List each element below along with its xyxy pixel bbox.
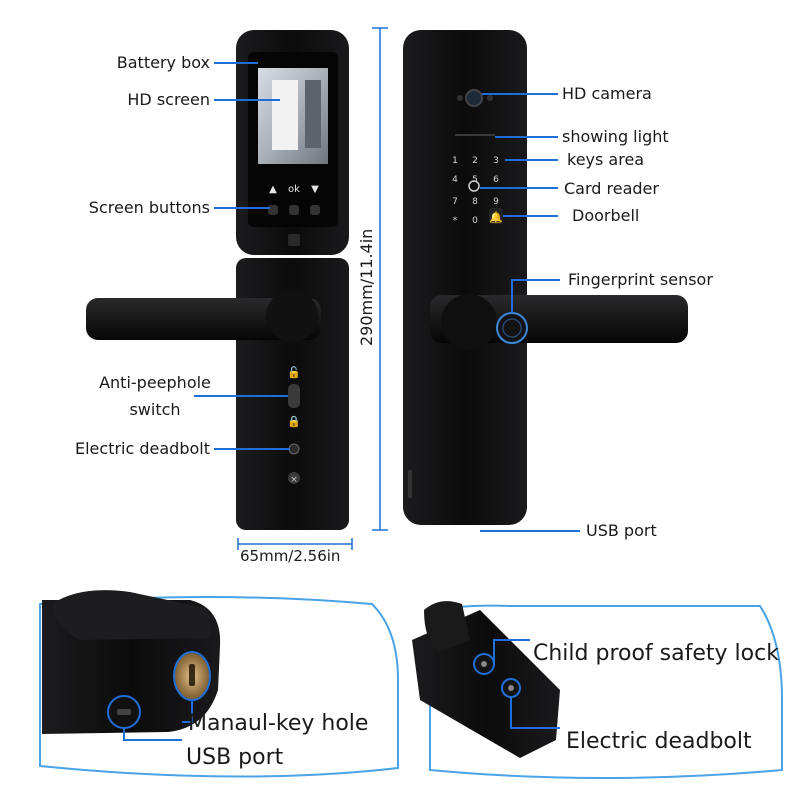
label-electric-deadbolt: Electric deadbolt (75, 439, 210, 458)
callout-usb-bottom (123, 728, 182, 741)
child-lock-icon (481, 661, 487, 667)
anti-peephole-switch-slider (288, 384, 300, 408)
callout-manual-key (182, 700, 193, 723)
label-showing-light: showing light (562, 127, 669, 146)
back-lock: 1 2 3 4 5 6 7 8 9 * 0 🔔 (403, 30, 688, 525)
electric-deadbolt-icon (508, 685, 514, 691)
screen-button-ok-icon: ok (288, 184, 300, 195)
keypad-key-2: 2 (472, 156, 478, 166)
keypad-key-7: 7 (452, 197, 458, 207)
label-child-proof-lock: Child proof safety lock (533, 641, 779, 666)
key-hole-housing-top (52, 590, 212, 640)
keypad-key-4: 4 (452, 175, 458, 185)
keypad-key-9: 9 (493, 197, 499, 207)
dimension-lines (237, 27, 388, 550)
label-keys-area: keys area (567, 150, 645, 169)
keypad-key-1: 1 (452, 156, 458, 166)
keypad-key-3: 3 (493, 156, 499, 166)
keypad-key-6: 6 (493, 175, 499, 185)
label-hd-screen: HD screen (127, 90, 210, 109)
lock-open-icon: 🔓 (287, 366, 301, 379)
label-fingerprint-sensor: Fingerprint sensor (568, 270, 713, 289)
doorbell-button (489, 208, 503, 224)
reset-button (288, 472, 300, 484)
fingerprint-sensor-pad (496, 312, 528, 344)
label-hd-camera: HD camera (562, 84, 652, 103)
fingerprint-sensor-ring (502, 318, 522, 338)
bottom-right-panel-border (429, 604, 783, 779)
label-card-reader: Card reader (564, 179, 659, 198)
hd-camera-ir-led (457, 95, 463, 101)
showing-light-bar (455, 134, 495, 136)
callout-deadbolt-zoom (510, 698, 560, 729)
hd-screen-door (305, 80, 321, 148)
screen-button-3 (310, 205, 320, 215)
bottom-right-panel (412, 601, 783, 779)
label-anti-peephole-line2: switch (129, 400, 181, 419)
safety-lock-handle (424, 601, 470, 652)
key-slot (189, 664, 195, 686)
screen-button-1 (268, 205, 278, 215)
reset-icon: × (290, 475, 298, 485)
label-battery-box: Battery box (116, 53, 210, 72)
keypad-key-0: 0 (472, 216, 478, 226)
front-handle-hub (266, 290, 318, 342)
lock-closed-icon: 🔒 (287, 415, 301, 428)
label-anti-peephole-line1: Anti-peephole (99, 373, 211, 392)
usb-port-opening (117, 709, 131, 715)
screen-button-2 (289, 205, 299, 215)
label-manual-key-hole: Manaul-key hole (188, 711, 369, 736)
callout-fingerprint (511, 279, 560, 313)
label-electric-deadbolt-bottom: Electric deadbolt (566, 729, 752, 754)
usb-port-slot (408, 470, 412, 498)
keypad-key-5: 5 (472, 175, 478, 185)
label-screen-buttons: Screen buttons (88, 198, 210, 217)
electric-deadbolt-button (288, 443, 300, 455)
screen-button-up-icon: ▲ (269, 184, 277, 195)
height-dimension-label: 290mm/11.4in (357, 228, 376, 346)
screen-button-down-icon: ▼ (311, 184, 319, 195)
bottom-left-panel (39, 590, 399, 778)
keypad: 1 2 3 4 5 6 7 8 9 * 0 (452, 156, 499, 226)
back-body (403, 30, 527, 525)
doorbell-icon: 🔔 (489, 211, 503, 224)
label-usb-port-bottom: USB port (186, 745, 284, 770)
keypad-key-star: * (453, 216, 458, 226)
label-doorbell: Doorbell (572, 206, 640, 225)
back-handle-hub (441, 294, 497, 350)
hd-camera-ir-led-2 (487, 95, 493, 101)
bottom-left-panel-border (39, 596, 399, 778)
callout-lines (194, 62, 580, 532)
label-usb-port: USB port (586, 521, 657, 540)
keypad-key-8: 8 (472, 197, 478, 207)
front-handle (86, 298, 321, 340)
callout-child-lock (493, 639, 530, 664)
battery-latch (288, 234, 300, 246)
hd-screen-corridor (272, 80, 298, 150)
width-dimension-label: 65mm/2.56in (240, 547, 341, 565)
front-lock: ▲ ok ▼ 🔓 🔒 × (86, 30, 349, 530)
card-reader-icon (468, 180, 480, 192)
hd-camera-lens (465, 89, 483, 107)
